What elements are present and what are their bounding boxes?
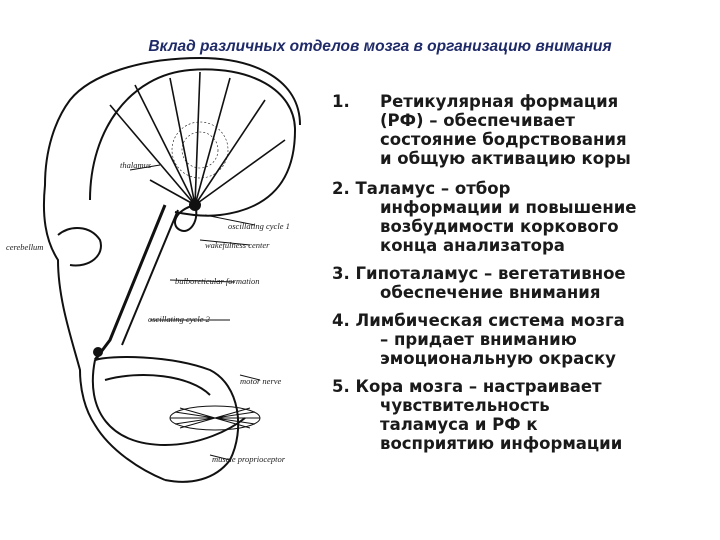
label-cerebellum: cerebellum [6, 242, 43, 252]
cerebellum-region [57, 227, 102, 267]
label-thalamus: thalamus [120, 160, 152, 170]
item-first-line: 4. Лимбическая система мозга [332, 311, 625, 330]
item-text: – придает вниманию эмоциональную окраску [380, 330, 616, 368]
spinal-cord [93, 204, 167, 361]
item-text: информации и повышение возбудимости корк… [380, 198, 637, 255]
label-muscle-proprioceptor: muscle proprioceptor [212, 454, 286, 464]
list-item-2: 2. Таламус – отбор информации и повышени… [332, 179, 717, 255]
wakefulness-center-dot [189, 199, 201, 211]
item-first-line: 5. Кора мозга – настраивает [332, 377, 602, 396]
slide-title: Вклад различных отделов мозга в организа… [148, 38, 612, 55]
item-text: обеспечение внимания [380, 283, 601, 302]
head-outline [42, 56, 301, 481]
item-first-line: 3. Гипоталамус – вегетативное [332, 264, 626, 283]
brain-functions-list: 1. Ретикулярная формация (РФ) – обеспечи… [332, 92, 717, 453]
reflex-loop [91, 359, 246, 447]
item-text: чувствительность таламуса и РФ к восприя… [380, 396, 623, 453]
list-item-4: 4. Лимбическая система мозга – придает в… [332, 311, 717, 368]
list-item-5: 5. Кора мозга – настраивает чувствительн… [332, 377, 717, 453]
item-text: Ретикулярная формация (РФ) – обеспечивае… [380, 92, 631, 168]
brain-outline [89, 68, 297, 217]
label-oscillating-cycle-1: oscillating cycle 1 [228, 221, 290, 231]
muscle-bundle [169, 405, 261, 431]
thalamus-cluster [171, 121, 229, 179]
item-first-line: 2. Таламус – отбор [332, 179, 511, 198]
label-wakefulness-center: wakefulness center [205, 240, 270, 250]
label-bulboreticular-formation: bulboreticular formation [175, 276, 259, 286]
label-motor-nerve: motor nerve [240, 376, 282, 386]
limb-outline [94, 356, 240, 483]
list-item-3: 3. Гипоталамус – вегетативное обеспечени… [332, 264, 717, 302]
brain-attention-diagram: thalamus cerebellum oscillating cycle 1 … [6, 56, 301, 483]
label-oscillating-cycle-2: oscillating cycle 2 [148, 314, 211, 324]
item-number: 1. [332, 92, 350, 111]
projection-arrows [109, 71, 286, 206]
list-item-1: 1. Ретикулярная формация (РФ) – обеспечи… [332, 92, 717, 168]
